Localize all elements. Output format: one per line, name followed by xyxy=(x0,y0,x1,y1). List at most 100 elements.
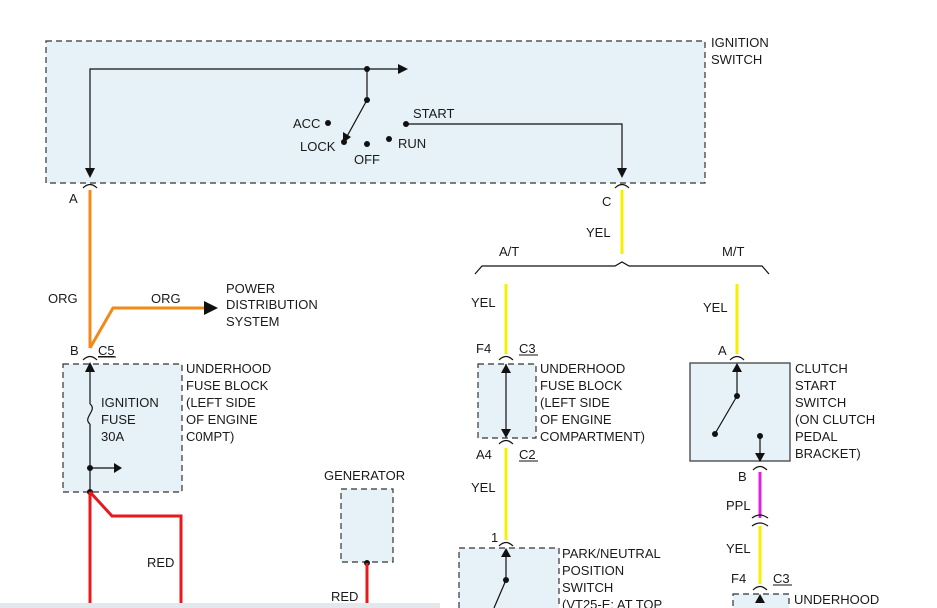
park-neutral-blade xyxy=(493,579,507,608)
terminal-c-label: C xyxy=(602,194,611,209)
org-branch-label: ORG xyxy=(151,291,181,306)
yel-at-label: YEL xyxy=(471,295,496,310)
switch-bus-line xyxy=(89,68,400,175)
fuse-block-left-line-1: UNDERHOOD xyxy=(186,361,271,376)
fuse-block-right-connector-label: C3 xyxy=(773,571,790,586)
fuse-block-mid-line-5: COMPARTMENT) xyxy=(540,429,645,444)
yel-mt-label: YEL xyxy=(703,300,728,315)
fuse-symbol xyxy=(87,403,93,425)
switch-blade xyxy=(344,99,368,141)
start-line xyxy=(406,123,623,175)
terminal-c-arrow xyxy=(617,168,627,178)
clutch-pin-top: A xyxy=(718,343,727,358)
park-neutral-line-2: POSITION xyxy=(562,563,624,578)
clutch-out-arrow xyxy=(755,453,765,462)
fuse-block-left-line-2: FUSE BLOCK xyxy=(186,378,269,393)
fuse-block-mid-line-2: FUSE BLOCK xyxy=(540,378,623,393)
fuse-block-right-pin: F4 xyxy=(731,571,746,586)
fuse-block-mid-connector-bottom: C2 xyxy=(519,447,536,462)
clutch-start-switch: A B CLUTCH START SWITCH (ON CLUTCH PEDAL… xyxy=(689,343,875,584)
ignition-switch-box xyxy=(45,40,706,184)
fuse-label-2: FUSE xyxy=(101,412,136,427)
ignition-switch: IGNITION SWITCH ACC LOCK OFF RUN START A… xyxy=(45,35,769,209)
clutch-line-2: START xyxy=(795,378,836,393)
fuse-block-right-connector xyxy=(752,585,768,591)
fuse-block-left-box xyxy=(62,363,183,493)
ppl-label: PPL xyxy=(726,498,751,513)
clutch-switch-box xyxy=(689,362,791,462)
bus-arrow xyxy=(398,64,408,74)
yel-top-label: YEL xyxy=(586,225,611,240)
ignition-switch-title-2: SWITCH xyxy=(711,52,762,67)
park-neutral-line-3: SWITCH xyxy=(562,580,613,595)
yel-bottom-right-label: YEL xyxy=(726,541,751,556)
fuse-block-left-line-4: OF ENGINE xyxy=(186,412,258,427)
red-circuit: RED xyxy=(88,490,183,608)
lock-contact xyxy=(341,139,347,145)
fuse-block-mid-box xyxy=(477,363,537,439)
generator-label: GENERATOR xyxy=(324,468,405,483)
fuse-label-1: IGNITION xyxy=(101,395,159,410)
fuse-block-mid-connector-top: C3 xyxy=(519,341,536,356)
fuse-block-mid-bottom-connector xyxy=(498,439,514,445)
clutch-in-arrow xyxy=(732,363,742,372)
run-label: RUN xyxy=(398,136,426,151)
park-neutral-switch: 1 PARK/NEUTRAL POSITION SWITCH (VT25-E: … xyxy=(458,530,662,608)
acc-contact xyxy=(325,120,331,126)
power-distribution-line-1: POWER xyxy=(226,281,275,296)
clutch-line-6: BRACKET) xyxy=(795,446,861,461)
horizontal-scrollbar[interactable] xyxy=(0,603,440,608)
fuse-block-left-line-3: (LEFT SIDE xyxy=(186,395,256,410)
at-mt-split-bracket xyxy=(474,261,770,275)
power-distribution-line-3: SYSTEM xyxy=(226,314,279,329)
generator-box xyxy=(340,488,394,563)
clutch-line-4: (ON CLUTCH xyxy=(795,412,875,427)
clutch-top-connector xyxy=(729,355,745,361)
clutch-line-5: PEDAL xyxy=(795,429,838,444)
inline-connector-top xyxy=(751,514,769,519)
park-neutral-box xyxy=(458,547,560,608)
fuse-block-right: F4 C3 UNDERHOOD xyxy=(731,571,879,608)
clutch-line-1: CLUTCH xyxy=(795,361,848,376)
terminal-a-label: A xyxy=(69,191,78,206)
at-label: A/T xyxy=(499,244,519,259)
park-neutral-line-1: PARK/NEUTRAL xyxy=(562,546,661,561)
org-circuit: ORG ORG POWER DISTRIBUTION SYSTEM xyxy=(48,190,318,349)
fuse-block-mid-line-3: (LEFT SIDE xyxy=(540,395,610,410)
ignition-switch-title-1: IGNITION xyxy=(711,35,769,50)
generator: GENERATOR RED xyxy=(324,468,405,608)
yel-pn-label: YEL xyxy=(471,480,496,495)
fuse-in-arrow xyxy=(85,362,95,372)
lock-label: LOCK xyxy=(300,139,336,154)
fuse-block-mid-top-connector xyxy=(498,355,514,361)
fuse-out-arrow xyxy=(114,463,122,473)
clutch-line-3: SWITCH xyxy=(795,395,846,410)
acc-label: ACC xyxy=(293,116,320,131)
fuse-block-mid: F4 C3 A4 C2 UNDERHOOD FUSE BLOCK (LEFT S… xyxy=(471,341,645,540)
power-distribution-line-2: DISTRIBUTION xyxy=(226,297,318,312)
red-wire-branch xyxy=(88,490,183,608)
power-distribution-arrow xyxy=(204,301,218,315)
park-neutral-arrow xyxy=(501,548,511,557)
bus-junction-dot xyxy=(364,66,370,72)
clutch-bottom-connector xyxy=(752,465,768,471)
fuse-block-right-line-1: UNDERHOOD xyxy=(794,592,879,607)
run-contact xyxy=(386,136,392,142)
fuse-block-left-pin: B xyxy=(70,343,79,358)
fuse-block-mid-up-arrow xyxy=(501,364,511,373)
park-neutral-pin: 1 xyxy=(491,530,498,545)
fuse-block-left-connector-label: C5 xyxy=(98,343,115,358)
fuse-block-left: B C5 IGNITION FUSE 30A UNDERHOOD FUSE BL… xyxy=(62,343,271,495)
off-contact xyxy=(364,141,370,147)
fuse-label-3: 30A xyxy=(101,429,124,444)
fuse-block-left-connector xyxy=(82,355,98,361)
terminal-a-connector xyxy=(82,183,98,189)
clutch-pin-bottom: B xyxy=(738,469,747,484)
red-generator-label: RED xyxy=(331,589,358,604)
mt-label: M/T xyxy=(722,244,744,259)
fuse-block-mid-line-4: OF ENGINE xyxy=(540,412,612,427)
org-wire-branch xyxy=(88,306,205,349)
off-label: OFF xyxy=(354,152,380,167)
fuse-block-right-arrow xyxy=(755,594,765,603)
